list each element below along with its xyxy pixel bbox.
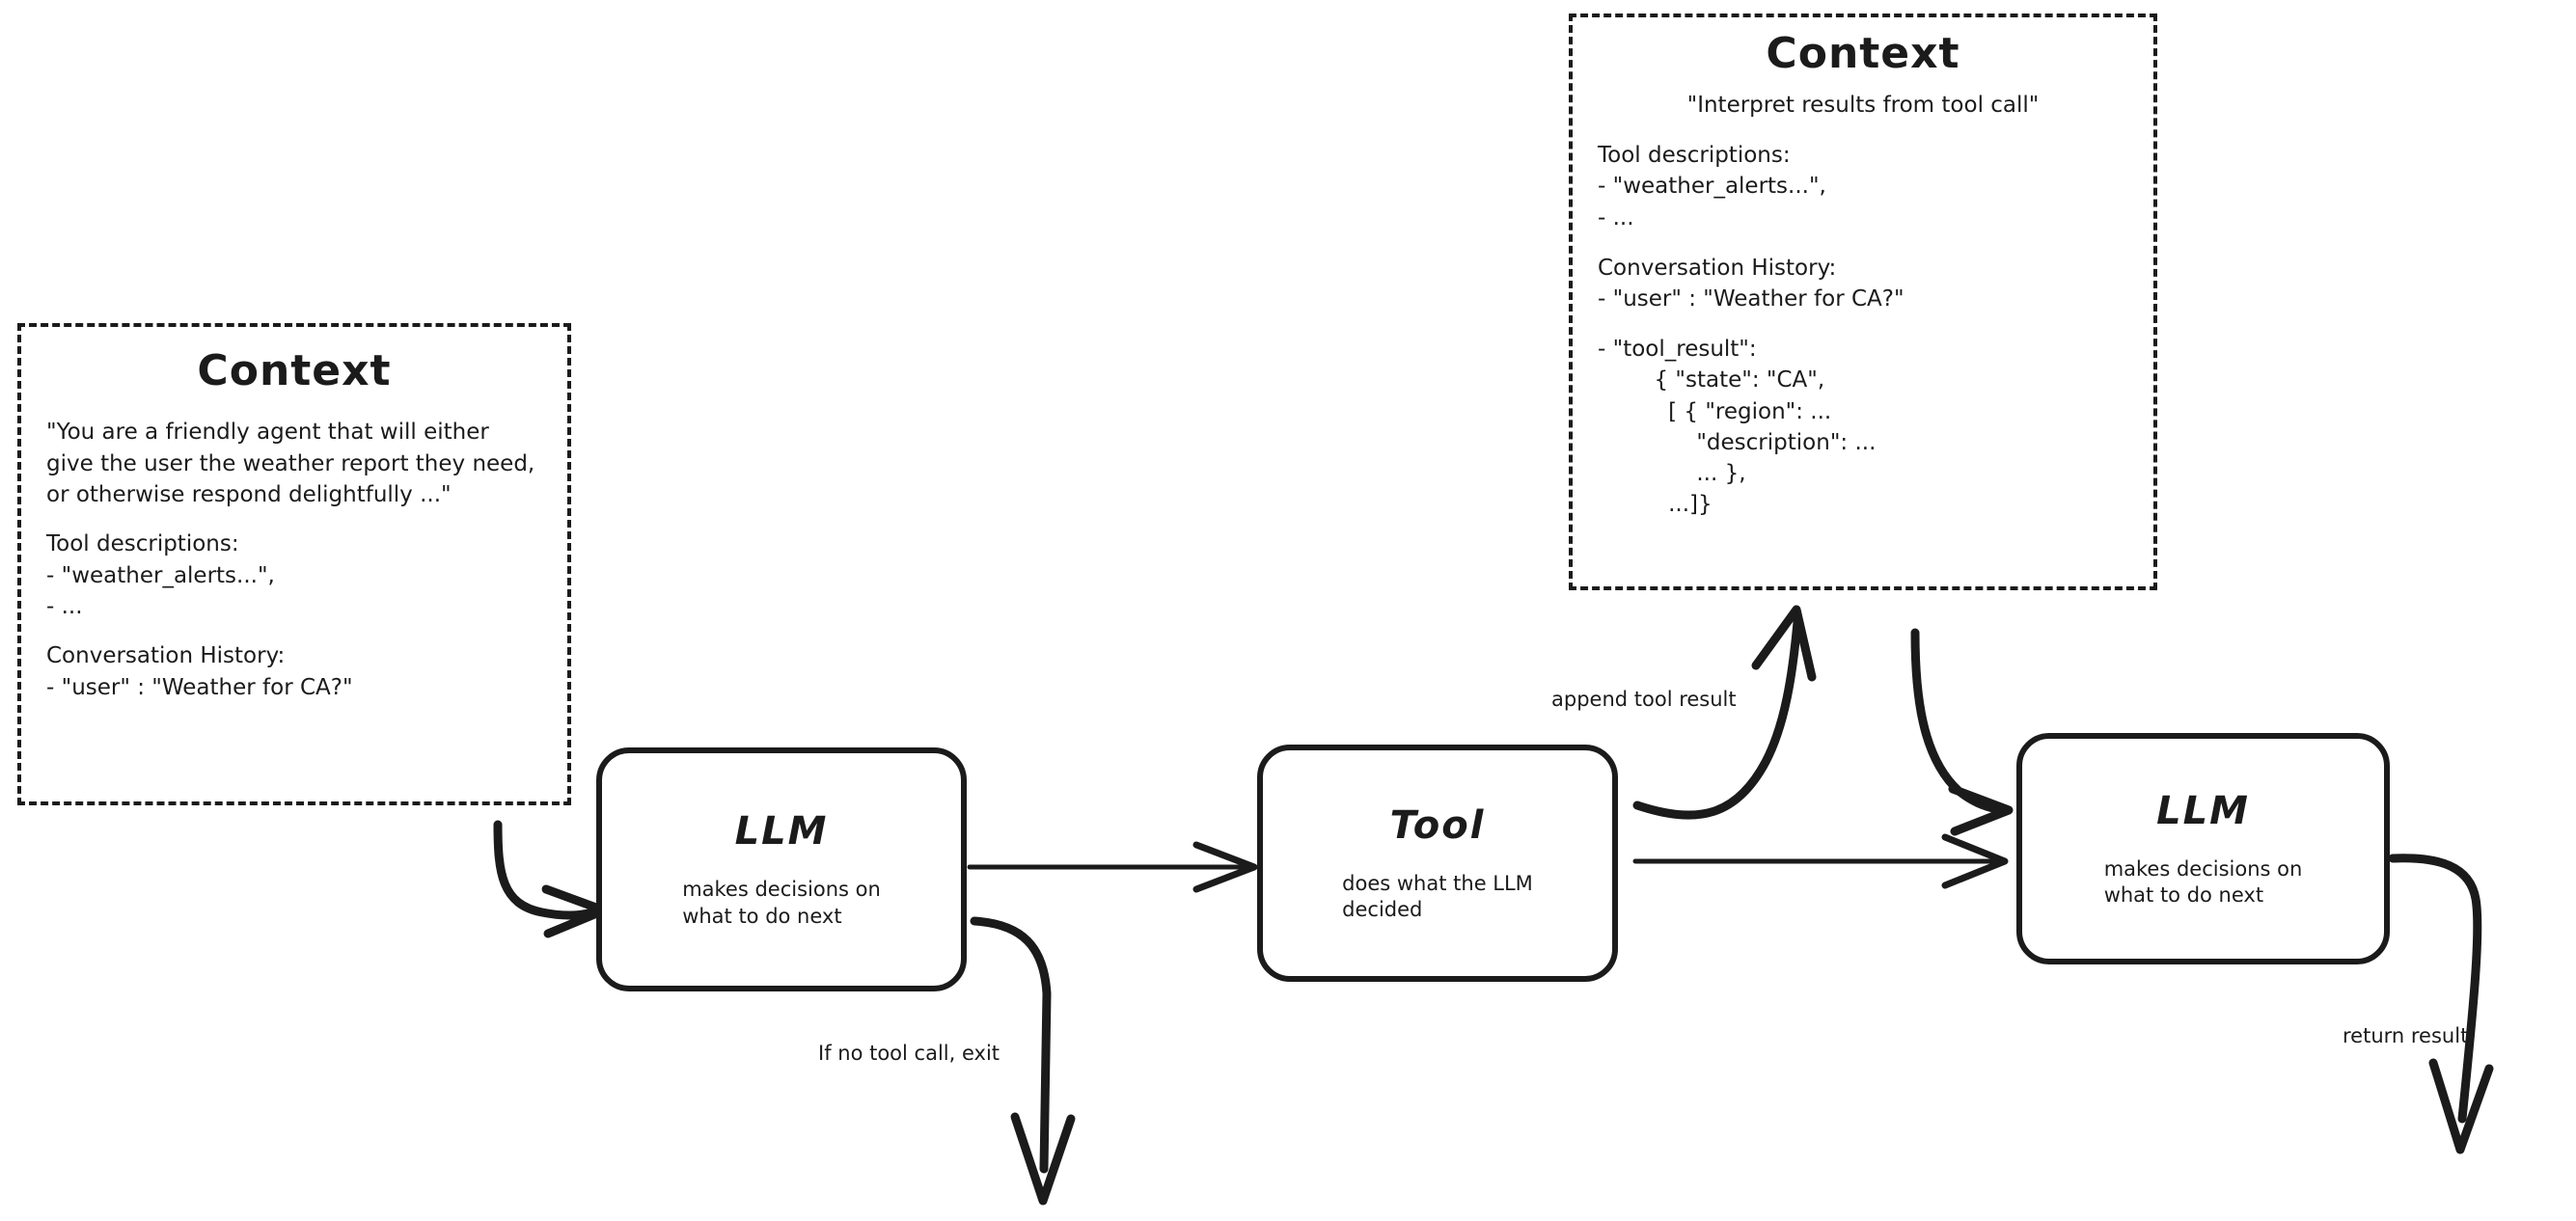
tool-result-line: - "tool_result": bbox=[1598, 337, 1757, 363]
node-title: LLM bbox=[2156, 788, 2250, 833]
system-prompt-text: "You are a friendly agent that will eith… bbox=[46, 420, 542, 508]
tool-descriptions-header: Tool descriptions: bbox=[46, 530, 239, 556]
edge-label-exit: If no tool call, exit bbox=[818, 1042, 1000, 1065]
tool-descriptions-block: Tool descriptions: - "weather_alerts..."… bbox=[46, 529, 542, 623]
node-llm-second[interactable]: LLM makes decisions on what to do next bbox=[2016, 733, 2390, 964]
context-body: "You are a friendly agent that will eith… bbox=[21, 395, 567, 703]
node-tool[interactable]: Tool does what the LLM decided bbox=[1257, 745, 1618, 982]
edge-tool-to-context bbox=[1632, 605, 1817, 820]
tool-result-line: [ { "region": ... bbox=[1598, 398, 1832, 424]
edge-label-append-tool-result: append tool result bbox=[1551, 688, 1737, 711]
edge-llm1-to-tool bbox=[967, 841, 1258, 893]
node-llm-first[interactable]: LLM makes decisions on what to do next bbox=[596, 747, 967, 991]
context-box-after-tool: Context "Interpret results from tool cal… bbox=[1569, 14, 2157, 590]
conversation-history-header: Conversation History: bbox=[1598, 255, 1837, 281]
edge-context-to-llm1 bbox=[493, 820, 609, 938]
node-subtitle: makes decisions on what to do next bbox=[682, 878, 881, 928]
tool-description-item: - "weather_alerts...", bbox=[1598, 174, 1826, 200]
conversation-history-block: Conversation History: - "user" : "Weathe… bbox=[46, 640, 542, 703]
tool-result-block: - "tool_result": { "state": "CA", [ { "r… bbox=[1598, 334, 2128, 520]
context-title: Context bbox=[197, 346, 392, 395]
context-box-initial: Context "You are a friendly agent that w… bbox=[17, 323, 571, 805]
tool-result-line: ... }, bbox=[1598, 460, 1746, 486]
conversation-history-block: Conversation History: - "user" : "Weathe… bbox=[1598, 253, 2128, 314]
edge-context-to-llm2 bbox=[1910, 628, 2014, 836]
tool-description-item: - "weather_alerts...", bbox=[46, 562, 275, 588]
node-title: Tool bbox=[1389, 802, 1486, 848]
edge-tool-to-llm2 bbox=[1632, 833, 2009, 889]
system-prompt-text: "Interpret results from tool call" bbox=[1686, 93, 2040, 118]
conversation-message: - "user" : "Weather for CA?" bbox=[1598, 285, 1905, 312]
node-subtitle: makes decisions on what to do next bbox=[2103, 856, 2303, 907]
tool-result-line: ...]} bbox=[1598, 492, 1713, 518]
tool-description-item: - ... bbox=[1598, 204, 1634, 231]
tool-result-line: "description": ... bbox=[1598, 429, 1877, 455]
edge-label-return-result: return result bbox=[2343, 1024, 2469, 1047]
conversation-message: - "user" : "Weather for CA?" bbox=[46, 674, 353, 700]
edge-llm2-return bbox=[2388, 854, 2494, 1154]
context-title: Context bbox=[1766, 29, 1960, 78]
tool-result-line: { "state": "CA", bbox=[1598, 367, 1825, 393]
context-body: "Interpret results from tool call" Tool … bbox=[1573, 78, 2153, 520]
tool-descriptions-block: Tool descriptions: - "weather_alerts..."… bbox=[1598, 140, 2128, 233]
tool-descriptions-header: Tool descriptions: bbox=[1598, 143, 1791, 169]
tool-description-item: - ... bbox=[46, 594, 83, 620]
node-title: LLM bbox=[734, 809, 829, 855]
conversation-history-header: Conversation History: bbox=[46, 642, 286, 668]
node-subtitle: does what the LLM decided bbox=[1342, 871, 1533, 921]
